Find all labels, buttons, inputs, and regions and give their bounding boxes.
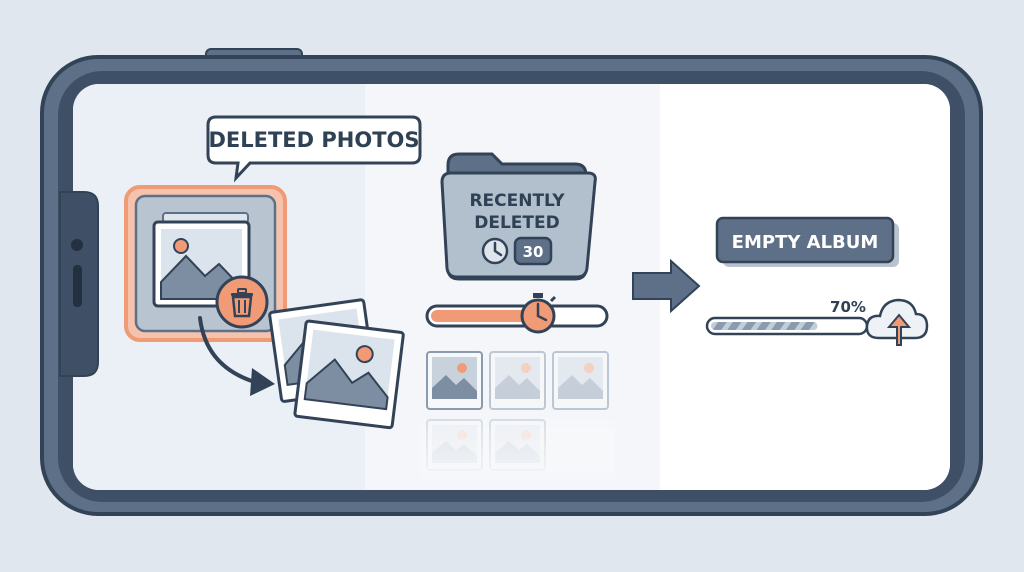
grid-fade: [420, 415, 615, 485]
deleted-photos-bubble: DELETED PHOTOS: [206, 115, 422, 183]
cloud-upload-icon: [865, 298, 929, 346]
folder-icon: RECENTLY DELETED 30: [440, 152, 597, 281]
thumbnail-2: [489, 351, 546, 410]
trash-icon: [215, 275, 269, 329]
panel-right: EMPTY ALBUM 70%: [632, 216, 929, 346]
retention-bar-fill: [431, 310, 538, 322]
photo-stack-icon: [268, 298, 405, 430]
deleted-photos-label: DELETED PHOTOS: [208, 128, 419, 152]
thumbnail-grid: [420, 351, 615, 485]
panel-left: DELETED PHOTOS: [124, 115, 422, 430]
stopwatch-icon: [520, 293, 557, 334]
folder-label-line2: DELETED: [474, 213, 560, 233]
panel-right-bg: [660, 84, 950, 490]
arrow-icon: [198, 316, 275, 396]
progress-percent: 70%: [830, 298, 866, 316]
clock-icon: [481, 237, 509, 265]
panel-middle: RECENTLY DELETED 30: [420, 152, 615, 485]
folder-label-line1: RECENTLY: [469, 191, 565, 211]
thumbnail-3: [552, 351, 609, 410]
selected-photo-card: [124, 185, 287, 342]
days-badge-value: 30: [523, 243, 544, 261]
phone-notch: [59, 191, 99, 377]
thumbnail-1: [426, 351, 483, 410]
arrow-right-icon: [632, 258, 701, 314]
upload-progress-fill: [711, 322, 818, 330]
camera-dot: [71, 239, 83, 251]
retention-bar: [425, 293, 609, 334]
empty-album-label-box: EMPTY ALBUM: [715, 216, 899, 267]
days-badge: 30: [513, 236, 553, 266]
speaker-slot: [73, 265, 82, 307]
upload-progress-bar: [705, 316, 869, 336]
empty-album-label: EMPTY ALBUM: [732, 232, 879, 253]
